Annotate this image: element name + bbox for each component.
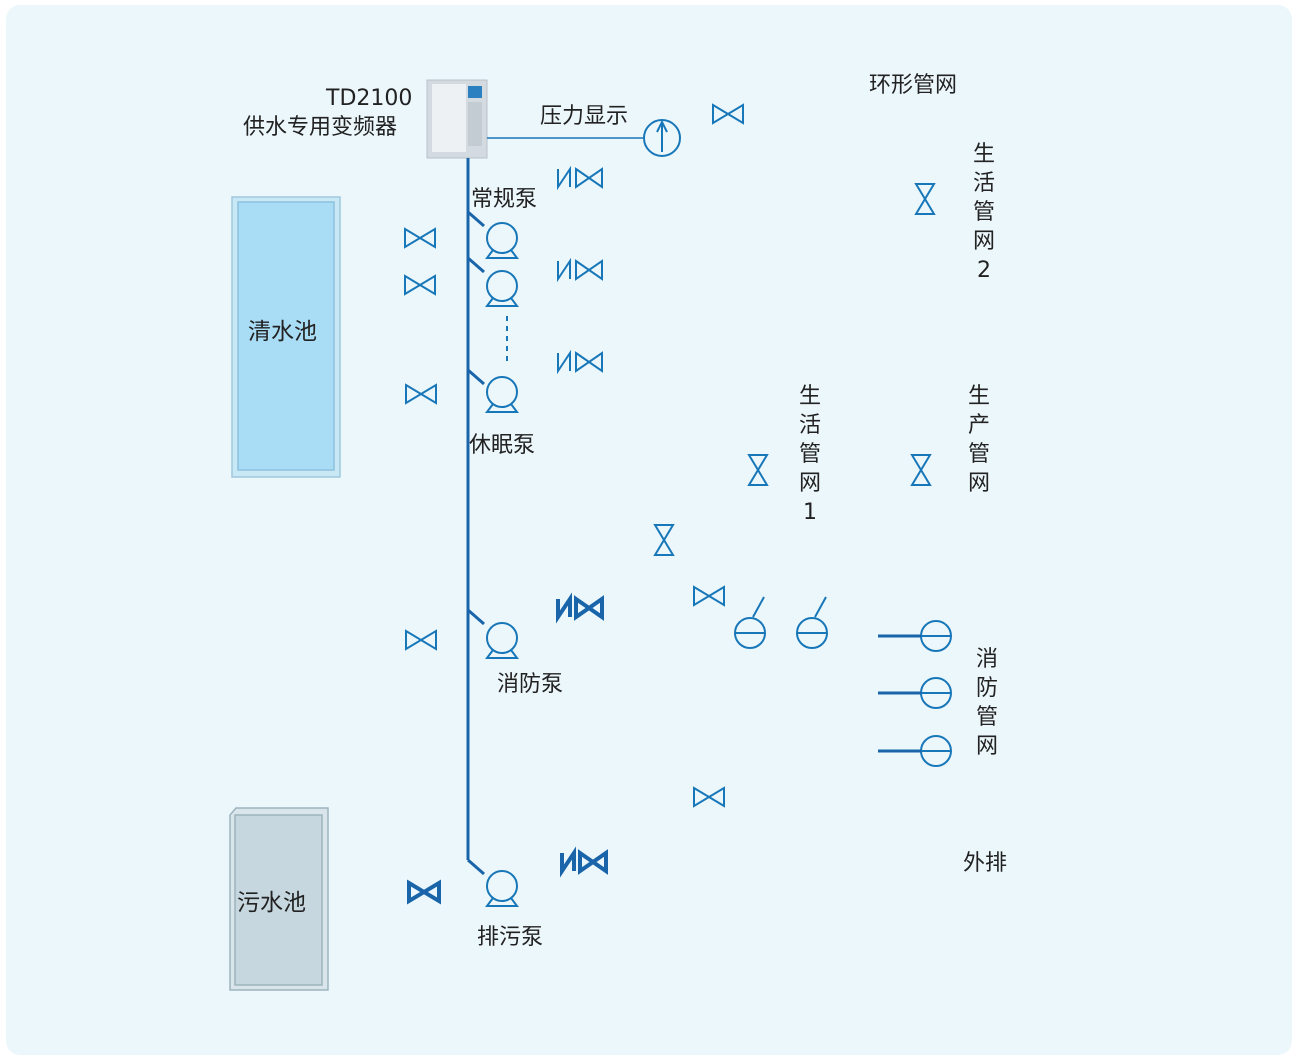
diagram-canvas: TD2100 供水专用变频器 压力显示 常规泵 休眠泵 消防泵 排污泵 清水池 …	[6, 5, 1292, 1055]
fire-pump	[486, 622, 518, 659]
check-valve-5	[560, 851, 608, 873]
water-supply-diagram	[229, 79, 953, 991]
sleep-pump-label: 休眠泵	[469, 433, 536, 458]
sewage-pump	[486, 870, 518, 907]
domestic2-network-label: 生活管网2	[972, 142, 995, 283]
inverter-device	[426, 79, 488, 159]
regular-pump-2	[486, 270, 518, 307]
suction-valve-3	[405, 384, 437, 404]
branch-valve	[654, 524, 674, 556]
fire-branch-valve	[693, 586, 725, 606]
sprinkler-2	[796, 596, 828, 649]
pump-branches	[467, 210, 485, 876]
clean-water-tank	[231, 196, 341, 478]
ring-network-label: 环形管网	[869, 73, 958, 98]
discharge-valve	[693, 787, 725, 807]
pressure-display-label: 压力显示	[540, 104, 629, 129]
domestic2-valve	[915, 183, 935, 215]
domestic1-valve	[748, 454, 768, 486]
regular-pump-label: 常规泵	[471, 187, 538, 212]
suction-valve-2	[404, 275, 436, 295]
clean-tank-label: 清水池	[248, 319, 317, 345]
check-valve-4	[556, 597, 604, 619]
suction-valve-5	[407, 881, 441, 903]
sewage-tank-label: 污水池	[237, 890, 306, 916]
hydrant-1	[876, 619, 953, 653]
hydrant-2	[876, 676, 953, 710]
sprinkler-1	[734, 596, 766, 649]
sewage-pump-label: 排污泵	[477, 925, 544, 950]
inverter-model: TD2100	[326, 86, 413, 111]
check-valve-2	[557, 260, 603, 280]
domestic1-network-label: 生活管网1	[798, 384, 821, 525]
suction-valve-4	[405, 630, 437, 650]
regular-pump-1	[486, 222, 518, 259]
inverter-name: 供水专用变频器	[243, 115, 398, 140]
check-valve-1	[557, 168, 603, 188]
suction-valve-1	[404, 228, 436, 248]
ring-network-valve	[712, 104, 744, 124]
check-valve-3	[557, 352, 603, 372]
pressure-gauge-icon	[643, 119, 681, 157]
sleep-pump	[486, 376, 518, 413]
production-network-label: 生产管网	[967, 384, 990, 496]
sewage-tank	[229, 807, 329, 991]
hydrant-3	[876, 734, 953, 768]
production-valve	[911, 454, 931, 486]
fire-network-label: 消防管网	[975, 647, 998, 759]
fire-pump-label: 消防泵	[497, 672, 564, 697]
discharge-label: 外排	[963, 851, 1008, 876]
